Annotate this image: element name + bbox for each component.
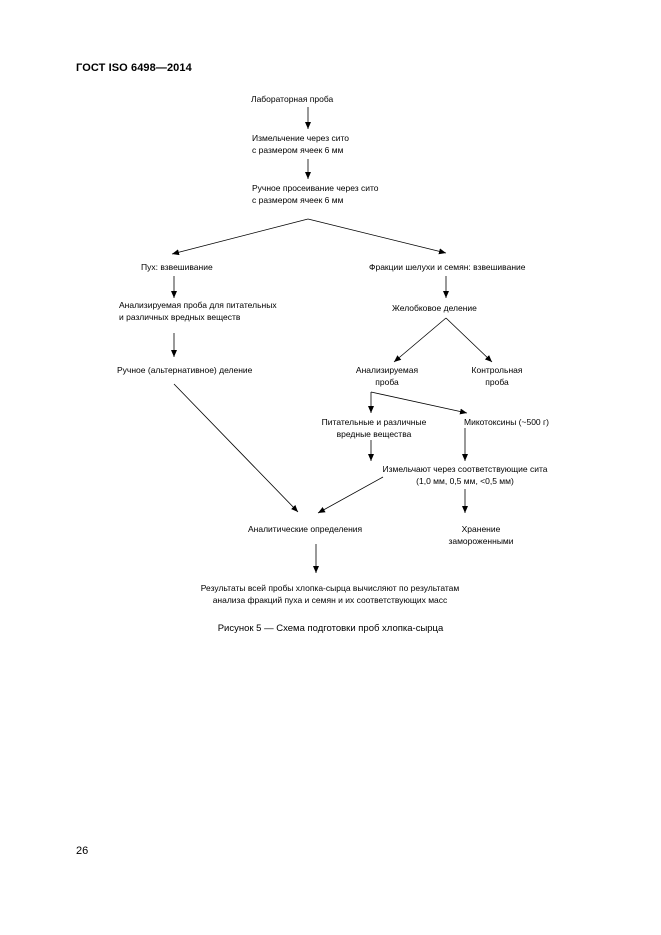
node-riffle-division: Желобковое деление — [392, 302, 477, 314]
node-lint-weighing-text: Пух: взвешивание — [141, 262, 213, 272]
node-sieve-line1: Ручное просеивание через сито — [252, 183, 379, 193]
arrow-manual-to-analytical — [173, 383, 299, 513]
arrow-sieve-to-lint — [171, 218, 309, 256]
node-result-line1: Результаты всей пробы хлопка-сырца вычис… — [200, 583, 460, 593]
node-husk-weighing: Фракции шелухи и семян: взвешивание — [369, 261, 526, 273]
node-result: Результаты всей пробы хлопка-сырца вычис… — [180, 582, 480, 606]
node-grind: Измельчение через сито с размером ячеек … — [252, 132, 349, 156]
node-analyzed-sample-line1: Анализируемая — [355, 365, 419, 375]
node-grind-sieves-line1: Измельчают через соответствующие сита — [382, 464, 548, 474]
node-analyzed-sample-line2: проба — [375, 377, 399, 387]
arrow-riffle-to-control — [445, 317, 493, 363]
page-number: 26 — [76, 845, 89, 857]
node-analyzed-left: Анализируемая проба для питательных и ра… — [119, 299, 277, 323]
node-lab-sample: Лабораторная проба — [251, 93, 333, 105]
node-control-sample: Контрольная проба — [462, 364, 532, 388]
node-sieve: Ручное просеивание через сито с размером… — [252, 182, 379, 206]
node-mycotoxins-text: Микотоксины (~500 г) — [464, 417, 549, 427]
node-mycotoxins: Микотоксины (~500 г) — [464, 416, 549, 428]
arrow-riffle-to-analyzed-sample — [393, 317, 447, 363]
node-analyzed-sample: Анализируемая проба — [352, 364, 422, 388]
node-husk-weighing-text: Фракции шелухи и семян: взвешивание — [369, 262, 526, 272]
node-grind-line1: Измельчение через сито — [252, 133, 350, 143]
node-result-line2: анализа фракций пуха и семян и их соотве… — [212, 595, 448, 605]
node-control-sample-line1: Контрольная — [471, 365, 523, 375]
arrow-analyzed-to-mycotoxins — [370, 391, 468, 415]
node-lint-weighing: Пух: взвешивание — [141, 261, 213, 273]
node-storage: Хранение замороженными — [436, 523, 526, 547]
node-manual-division: Ручное (альтернативное) деление — [117, 364, 252, 376]
node-nutrients-line2: вредные вещества — [336, 429, 412, 439]
node-analytical: Аналитические определения — [248, 523, 362, 535]
node-storage-line2: замороженными — [448, 536, 514, 546]
node-analytical-text: Аналитические определения — [248, 524, 363, 534]
node-sieve-line2: с размером ячеек 6 мм — [252, 195, 344, 205]
node-analyzed-left-line2: и различных вредных веществ — [119, 312, 241, 322]
node-nutrients-line1: Питательные и различные — [321, 417, 427, 427]
node-control-sample-line2: проба — [485, 377, 509, 387]
node-storage-line1: Хранение — [461, 524, 501, 534]
arrow-sieve-to-husk — [307, 218, 447, 255]
node-nutrients: Питательные и различные вредные вещества — [316, 416, 432, 440]
node-grind-line2: с размером ячеек 6 мм — [252, 145, 344, 155]
figure-caption: Рисунок 5 — Схема подготовки проб хлопка… — [217, 623, 444, 634]
node-analyzed-left-line1: Анализируемая проба для питательных — [119, 300, 277, 310]
document-header: ГОСТ ISO 6498—2014 — [76, 62, 192, 74]
node-grind-sieves-line2: (1,0 мм, 0,5 мм, <0,5 мм) — [416, 476, 514, 486]
node-manual-division-text: Ручное (альтернативное) деление — [117, 365, 253, 375]
node-grind-sieves: Измельчают через соответствующие сита (1… — [370, 463, 560, 487]
node-riffle-division-text: Желобковое деление — [392, 303, 477, 313]
arrow-grind-sieves-to-analytical — [317, 476, 384, 514]
node-lab-sample-text: Лабораторная проба — [251, 94, 334, 104]
